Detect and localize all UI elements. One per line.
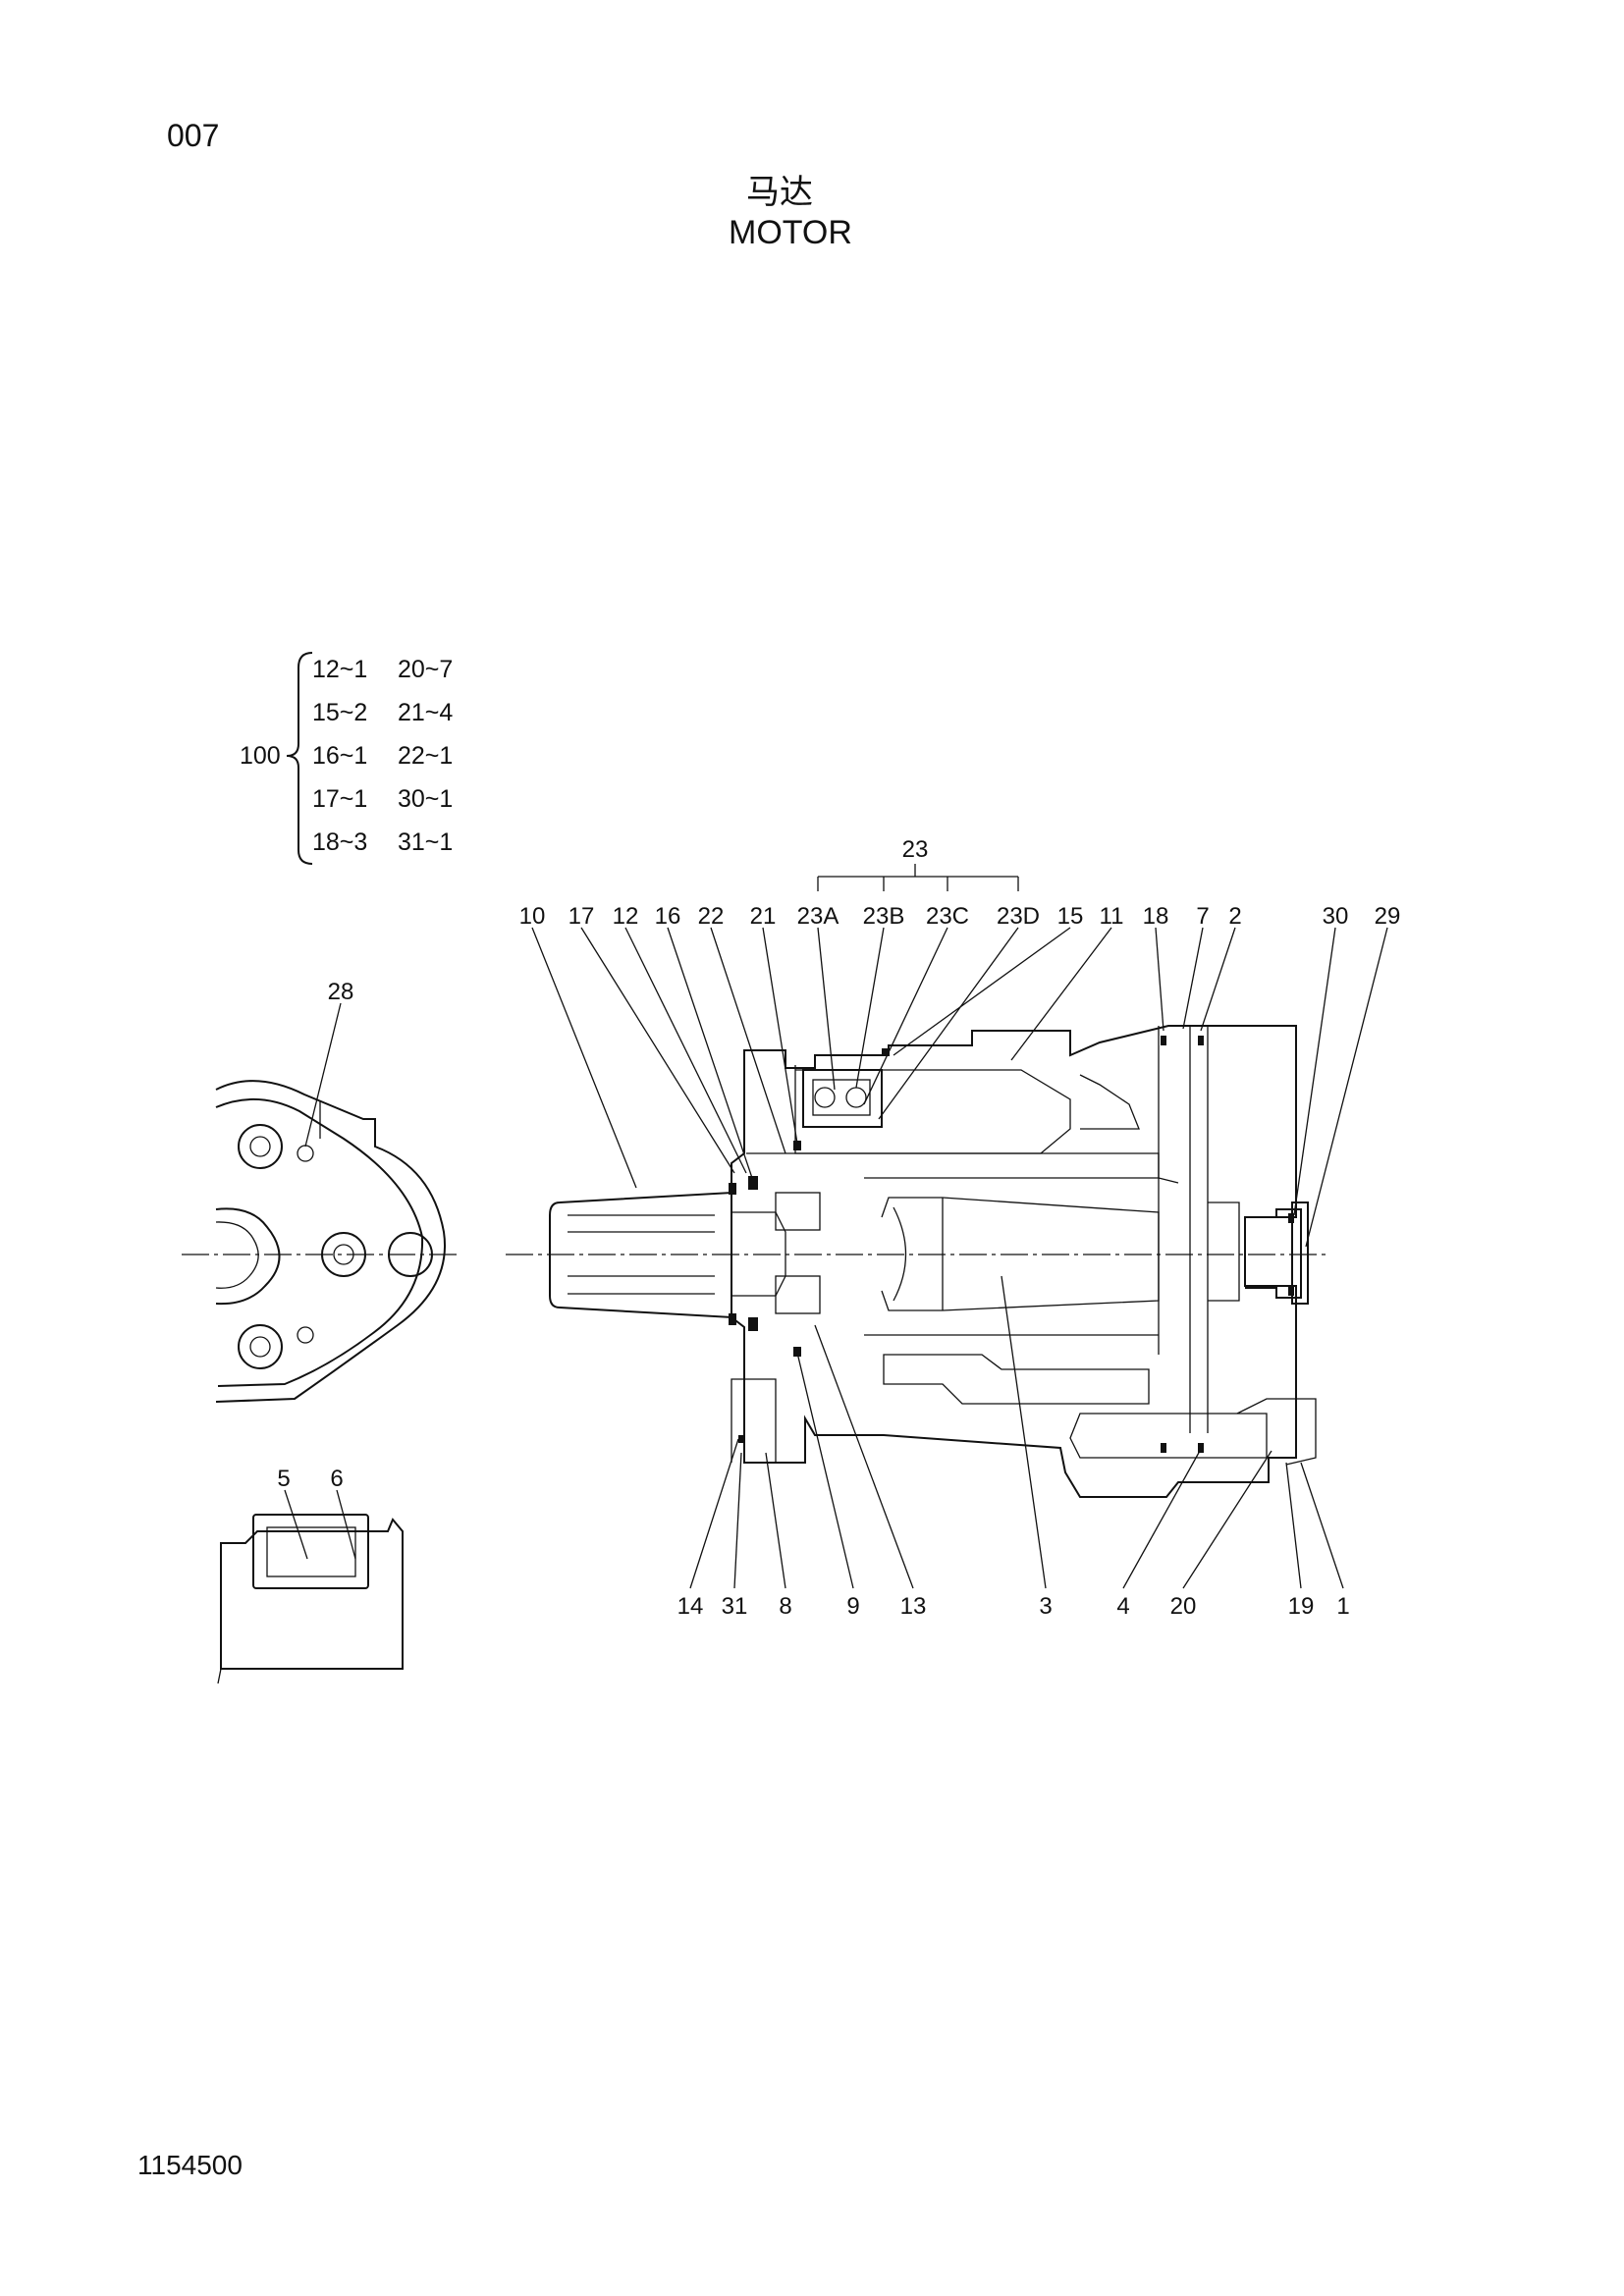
callout-19: 19 [1287,1593,1315,1620]
callout-4: 4 [1116,1593,1130,1620]
callout-20: 20 [1169,1593,1197,1620]
callout-9: 9 [846,1593,860,1620]
leader-lines-top [531,927,1388,1248]
callout-28: 28 [327,979,354,1005]
kit-label: 100 [240,742,281,770]
kit-item: 22~1 [398,742,454,770]
callout-3: 3 [1039,1593,1053,1620]
callout-29: 29 [1374,903,1401,930]
callout-7: 7 [1196,903,1210,930]
kit-item: 16~1 [312,742,368,770]
callout-31: 31 [721,1593,748,1620]
callout-13: 13 [899,1593,927,1620]
callout-22: 22 [697,903,725,930]
callout-16: 16 [654,903,681,930]
callout-group-23: 23 [901,836,929,863]
nameplate-view [217,1489,404,1684]
kit-brace [286,652,313,865]
callout-5: 5 [277,1466,291,1492]
group-23-bracket [817,864,1019,891]
kit-item: 15~2 [312,699,368,726]
callout-17: 17 [568,903,595,930]
valve-assembly [802,1069,883,1128]
callout-23a: 23A [796,903,839,930]
kit-item: 21~4 [398,699,454,726]
motor-housing [731,1025,1317,1498]
kit-item: 20~7 [398,656,454,683]
seals [729,1036,1294,1453]
kit-item: 12~1 [312,656,368,683]
callout-6: 6 [330,1466,344,1492]
callout-10: 10 [518,903,546,930]
end-cap [1245,1201,1309,1305]
callout-23b: 23B [862,903,905,930]
callout-21: 21 [749,903,777,930]
title-english: MOTOR [729,214,852,251]
kit-item: 17~1 [312,785,368,813]
kit-item: 31~1 [398,828,454,856]
callout-30: 30 [1322,903,1349,930]
kit-item: 30~1 [398,785,454,813]
callout-8: 8 [779,1593,792,1620]
callout-23d: 23D [996,903,1041,930]
document-number: 1154500 [137,2150,243,2180]
callout-15: 15 [1056,903,1084,930]
callout-23c: 23C [925,903,970,930]
callout-12: 12 [612,903,639,930]
callout-11: 11 [1099,903,1124,930]
title-chinese: 马达 [746,173,813,212]
output-shaft [549,1191,821,1319]
callout-14: 14 [677,1593,704,1620]
callout-18: 18 [1142,903,1169,930]
kit-item: 18~3 [312,828,368,856]
page-number: 007 [167,118,220,153]
side-view-flange [215,1002,446,1403]
leader-lines-bottom [689,1275,1344,1589]
callout-2: 2 [1228,903,1242,930]
callout-1: 1 [1336,1593,1350,1620]
